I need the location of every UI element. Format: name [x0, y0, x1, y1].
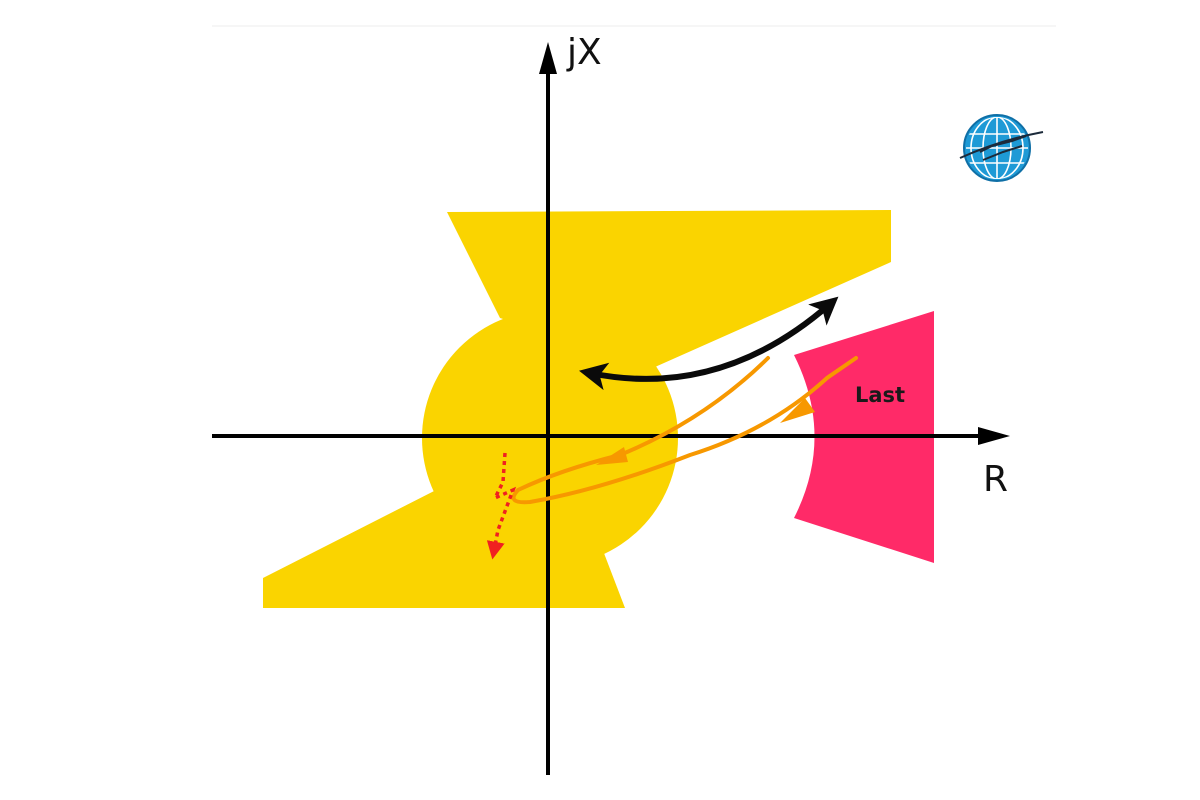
r-axis-arrowhead: [978, 427, 1010, 445]
swing-trajectory-path: [511, 356, 858, 505]
power-swing-arrow: [579, 296, 839, 391]
load-zone-label: Last: [855, 383, 905, 407]
globe-icon: [959, 114, 1044, 182]
trip-zone-lower-region: [263, 488, 625, 608]
jx-axis-arrowhead: [539, 42, 557, 74]
swing-arrowhead-inner: [596, 447, 628, 465]
swing-trajectory: [511, 356, 858, 505]
swing-arrowhead-outer: [780, 398, 815, 423]
fault-path: [486, 452, 517, 560]
r-axis-label: R: [983, 459, 1008, 500]
jx-axis-label: jX: [566, 32, 602, 73]
